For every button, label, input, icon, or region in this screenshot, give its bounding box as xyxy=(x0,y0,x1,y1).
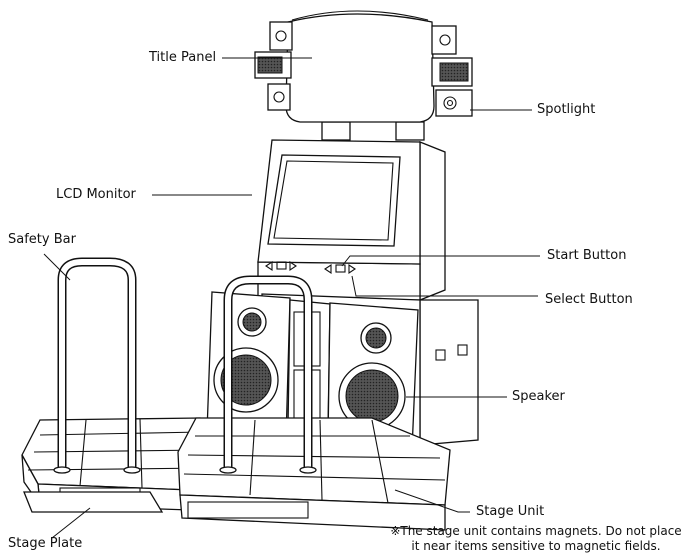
label-start-button: Start Button xyxy=(547,248,627,263)
speaker-unit xyxy=(206,291,479,451)
cabinet xyxy=(257,139,446,301)
magnet-warning-line-1: ※The stage unit contains magnets. Do not… xyxy=(390,524,682,538)
label-stage-unit: Stage Unit xyxy=(476,504,545,519)
label-select-button: Select Button xyxy=(545,292,633,307)
label-stage-plate: Stage Plate xyxy=(8,536,83,551)
spotlight-left xyxy=(254,21,293,111)
safety-bar-right xyxy=(219,275,317,474)
label-speaker: Speaker xyxy=(512,389,565,404)
stage-unit xyxy=(21,417,451,531)
leader-lines xyxy=(43,57,540,539)
label-spotlight: Spotlight xyxy=(537,102,596,117)
label-lcd-monitor: LCD Monitor xyxy=(56,187,136,202)
spotlight-right xyxy=(431,25,473,117)
title-panel xyxy=(285,10,435,141)
label-title-panel: Title Panel xyxy=(149,50,217,65)
magnet-warning-line-2: it near items sensitive to magnetic fiel… xyxy=(411,539,661,553)
label-safety-bar: Safety Bar xyxy=(8,232,76,247)
